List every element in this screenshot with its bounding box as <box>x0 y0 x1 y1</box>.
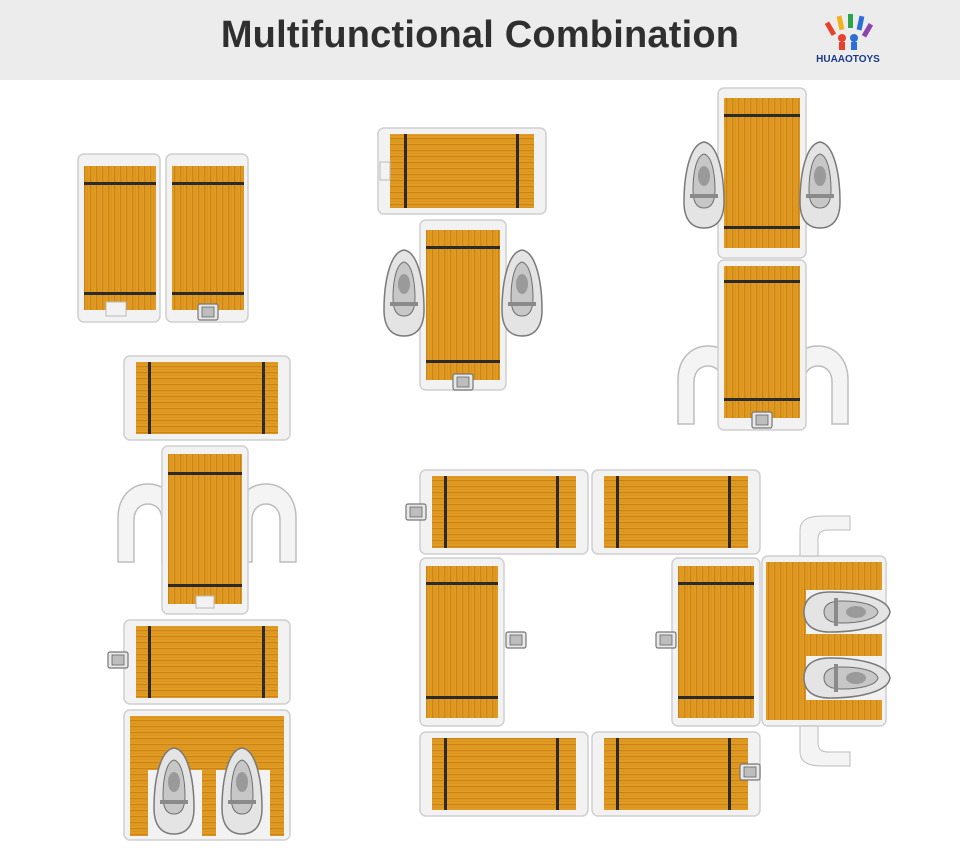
brand-logo: HUAAOTOYS <box>814 14 882 70</box>
config-rectangular-marina-dock <box>405 469 891 817</box>
dock-combination-illustration <box>77 87 891 841</box>
config-two-section-dock <box>77 153 249 323</box>
config-long-jetski-dock <box>677 87 849 431</box>
header-bar: Multifunctional Combination HUAAOTOYS <box>0 0 960 80</box>
config-two-section-jetski-dock <box>377 127 547 391</box>
brand-logo-icon <box>824 14 874 50</box>
page-title: Multifunctional Combination <box>220 14 740 56</box>
brand-logo-text: HUAAOTOYS <box>816 54 880 65</box>
config-four-section-dock <box>107 355 297 841</box>
